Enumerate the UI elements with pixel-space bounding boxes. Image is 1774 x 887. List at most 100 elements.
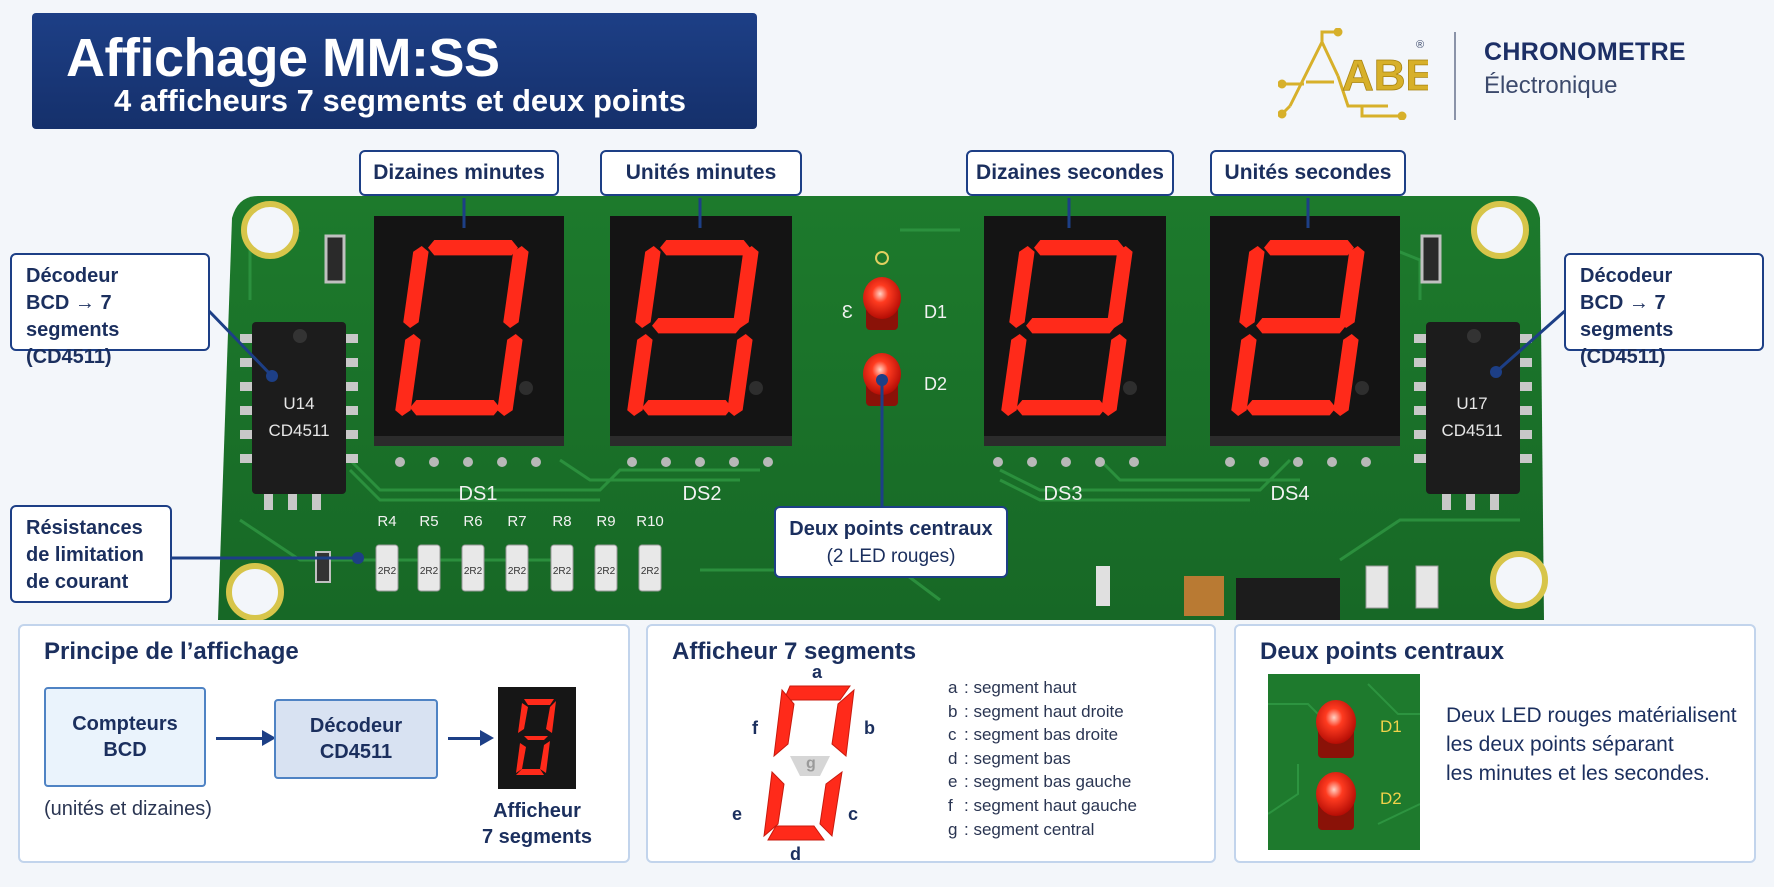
decoder-right-line1: Décodeur — [1580, 265, 1673, 287]
letter-g: g — [806, 755, 816, 772]
callout-decoder-right: Décodeur BCD → 7 segments (CD4511) — [1564, 253, 1764, 368]
legend-item: g: segment central — [948, 819, 1095, 839]
counter-note: (unités et dizaines) — [44, 798, 212, 820]
brand-name: CHRONOMETRE — [1484, 38, 1686, 66]
display-caption: Afficheur 7 segments — [460, 796, 614, 852]
page-subtitle: 4 afficheurs 7 segments et deux points — [114, 83, 686, 118]
colon-description-line2: les deux points séparant — [1446, 733, 1674, 756]
callout-dizaines-minutes: Dizaines minutes — [359, 150, 559, 196]
panel-principle: Principe de l’affichage Compteurs BCD (u… — [18, 624, 630, 863]
svg-text:2R2: 2R2 — [508, 566, 527, 577]
legend-item: a: segment haut — [948, 678, 1077, 697]
letter-e: e — [732, 804, 742, 824]
segment-g — [790, 756, 830, 776]
r4-label: R4 — [377, 513, 396, 530]
display-ds3 — [984, 216, 1166, 446]
decoder-left-line1: Décodeur — [26, 265, 119, 287]
segment-f — [773, 688, 795, 758]
legend-item: c: segment bas droite — [948, 725, 1119, 745]
mini-display-icon — [498, 687, 576, 789]
legend-item: f: segment haut gauche — [948, 795, 1137, 815]
display-ds2 — [610, 216, 792, 446]
u17-part-label: CD4511 — [1441, 421, 1502, 440]
r10-label: R10 — [636, 513, 664, 530]
callout-unites-secondes: Unités secondes — [1210, 150, 1406, 196]
display-line1: Afficheur — [493, 800, 581, 822]
legend-item: b: segment haut droite — [948, 701, 1124, 721]
callout-dizaines-minutes-text: Dizaines minutes — [373, 161, 545, 184]
callout-unites-secondes-text: Unités secondes — [1224, 161, 1392, 184]
colon-title: Deux points centraux — [1260, 638, 1505, 665]
u17-ref-label: U17 — [1456, 394, 1487, 413]
decoder-left-line3: (CD4511) — [26, 346, 112, 368]
svg-text:2R2: 2R2 — [641, 566, 660, 577]
display-ds4 — [1210, 216, 1400, 446]
principle-title: Principe de l’affichage — [44, 638, 299, 665]
u14-ref-label: U14 — [283, 394, 314, 413]
ds4-label: DS4 — [1271, 483, 1310, 505]
r6-label: R6 — [463, 513, 482, 530]
callout-resistors: Résistances de limitation de courant — [10, 505, 172, 603]
callout-decoder-left: Décodeur BCD → 7 segments (CD4511) — [10, 253, 210, 368]
r9-label: R9 — [596, 513, 615, 530]
callout-colon: Deux points centraux (2 LED rouges) — [774, 506, 1008, 578]
decoder-line1: Décodeur — [309, 715, 403, 737]
colon-led-photo: D1 D2 — [1268, 674, 1420, 850]
abe-logo-icon: ABE ® — [1278, 28, 1428, 120]
segment-legend: a: segment haut b: segment haut droite c… — [948, 676, 1137, 841]
segment-diagram: a b c d e f g — [732, 664, 875, 864]
logo-text: ABE — [1342, 51, 1428, 100]
svg-text:2R2: 2R2 — [464, 566, 483, 577]
svg-text:2R2: 2R2 — [597, 566, 616, 577]
ds1-label: DS1 — [459, 483, 498, 505]
panel-colon: Deux points centraux D1 D2 Deux LED roug… — [1234, 624, 1756, 863]
decoder-right-line2: BCD → 7 segments — [1580, 292, 1674, 341]
letter-c: c — [848, 804, 858, 824]
colon-description-line1: Deux LED rouges matérialisent — [1446, 704, 1737, 727]
decoder-right-line3: (CD4511) — [1580, 346, 1666, 368]
arrow-decoder-to-display — [448, 730, 494, 746]
resistors-line3: de courant — [26, 571, 129, 593]
legend-item: e: segment bas gauche — [948, 772, 1132, 792]
segment-e — [763, 770, 785, 838]
counter-box: Compteurs BCD — [44, 687, 206, 787]
legend-item: d: segment bas — [948, 748, 1071, 768]
ic-u14: U14 CD4511 — [240, 322, 358, 510]
letter-b: b — [864, 718, 875, 738]
svg-text:2R2: 2R2 — [378, 566, 397, 577]
display-line2: 7 segments — [481, 826, 593, 848]
svg-text:Ɛ: Ɛ — [842, 302, 853, 322]
decoder-line2: CD4511 — [319, 741, 393, 763]
r5-label: R5 — [419, 513, 438, 530]
callout-colon-title: Deux points centraux — [789, 518, 993, 540]
segments-title: Afficheur 7 segments — [672, 638, 917, 665]
brand-tagline: Électronique — [1484, 72, 1618, 99]
ds1-digit — [394, 240, 530, 416]
counter-line1: Compteurs — [72, 713, 178, 735]
ds2-label: DS2 — [683, 483, 722, 505]
u14-part-label: CD4511 — [268, 421, 329, 440]
callout-pointers — [172, 198, 1567, 560]
panel-segments: Afficheur 7 segments a b c d e f g a: se… — [646, 624, 1216, 864]
segment-d — [767, 825, 825, 841]
svg-text:2R2: 2R2 — [553, 566, 572, 577]
ic-u17: U17 CD4511 — [1414, 322, 1532, 510]
resistors-line2: de limitation — [26, 544, 144, 566]
colon-leds: Ɛ D1 D2 — [842, 251, 947, 406]
ds4-digit — [1230, 240, 1366, 416]
callout-dizaines-secondes-text: Dizaines secondes — [976, 161, 1164, 184]
ds3-digit — [1000, 240, 1134, 416]
board-d1-label: D1 — [924, 302, 947, 322]
ds2-digit — [626, 240, 760, 416]
callout-dizaines-secondes: Dizaines secondes — [966, 150, 1174, 196]
r8-label: R8 — [552, 513, 571, 530]
segment-c — [819, 770, 843, 838]
display-ds1 — [374, 216, 564, 446]
logo-registered-mark: ® — [1416, 39, 1424, 51]
callout-unites-minutes-text: Unités minutes — [625, 161, 777, 184]
letter-a: a — [812, 664, 823, 682]
colon-description-line3: les minutes et les secondes. — [1446, 762, 1710, 785]
callout-unites-minutes: Unités minutes — [600, 150, 802, 196]
decoder-left-line2: BCD → 7 segments — [26, 292, 120, 341]
